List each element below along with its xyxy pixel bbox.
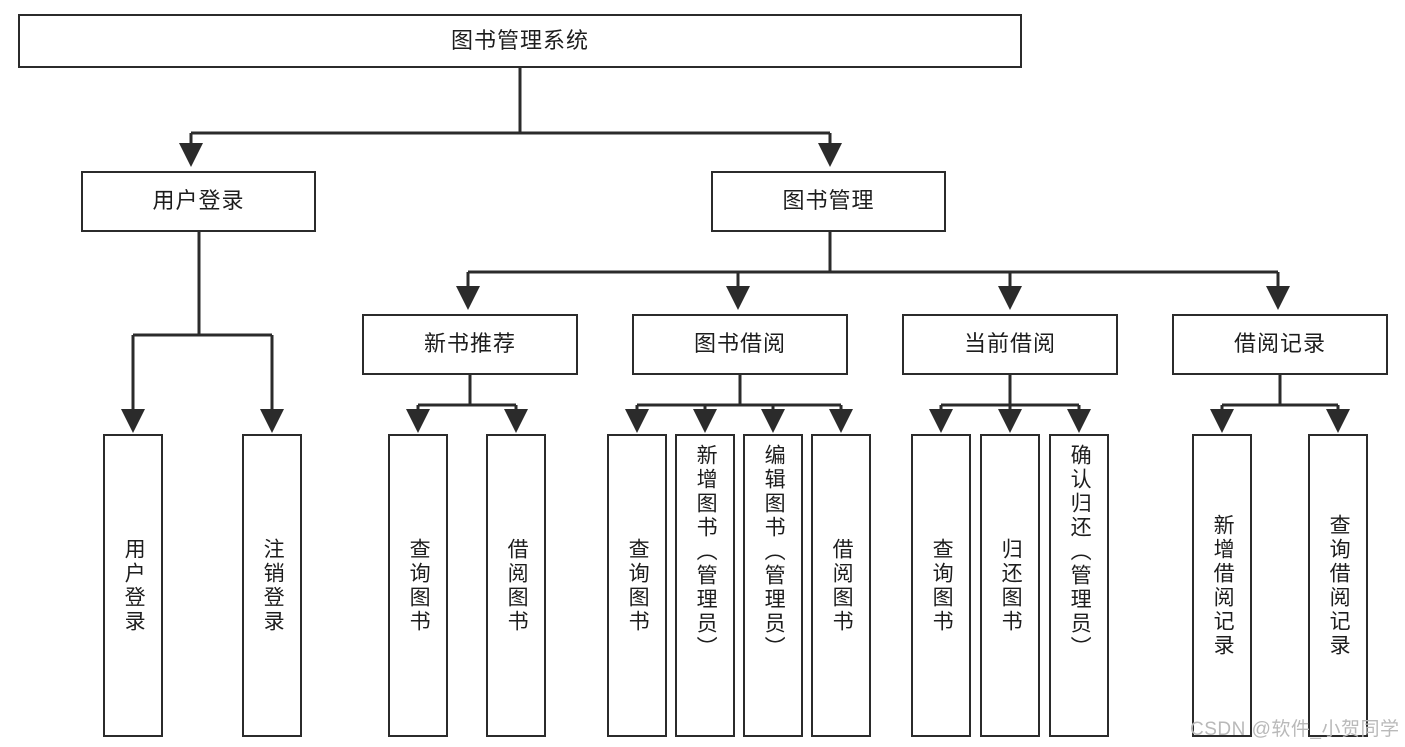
node-book-borrow[interactable]: 图书借阅 (632, 314, 848, 375)
node-user-login[interactable]: 用户登录 (81, 171, 316, 232)
node-label: 注销登录 (261, 537, 285, 634)
node-label: 查询图书 (930, 537, 954, 634)
leaf-return-book[interactable]: 归还图书 (980, 434, 1040, 737)
leaf-query-borrow-record[interactable]: 查询借阅记录 (1308, 434, 1368, 737)
node-label: 用户登录 (122, 537, 146, 634)
node-label: 查询借阅记录 (1327, 513, 1351, 658)
leaf-query-book-current[interactable]: 查询图书 (911, 434, 971, 737)
node-label: 当前借阅 (963, 331, 1056, 357)
node-label: 用户登录 (152, 188, 245, 214)
node-label: 查询图书 (407, 537, 431, 634)
node-label: 新增借阅记录 (1211, 513, 1235, 658)
leaf-user-login[interactable]: 用户登录 (103, 434, 163, 737)
leaf-confirm-return-admin[interactable]: 确认归还（管理员） (1049, 434, 1109, 737)
leaf-add-book-admin[interactable]: 新增图书（管理员） (675, 434, 735, 737)
node-borrow-records[interactable]: 借阅记录 (1172, 314, 1388, 375)
node-label: 图书管理 (782, 188, 875, 214)
leaf-edit-book-admin[interactable]: 编辑图书（管理员） (743, 434, 803, 737)
leaf-borrow-book-recommend[interactable]: 借阅图书 (486, 434, 546, 737)
node-root-system[interactable]: 图书管理系统 (18, 14, 1022, 68)
node-label: 新增图书（管理员） (694, 444, 718, 660)
node-label: 编辑图书（管理员） (762, 444, 786, 660)
leaf-query-book-borrow[interactable]: 查询图书 (607, 434, 667, 737)
node-label: 查询图书 (626, 537, 650, 634)
node-label: 新书推荐 (423, 331, 516, 357)
leaf-add-borrow-record[interactable]: 新增借阅记录 (1192, 434, 1252, 737)
node-label: 归还图书 (999, 537, 1023, 634)
node-label: 图书管理系统 (450, 27, 589, 53)
leaf-user-logout[interactable]: 注销登录 (242, 434, 302, 737)
node-label: 确认归还（管理员） (1068, 444, 1092, 660)
node-current-borrow[interactable]: 当前借阅 (902, 314, 1118, 375)
node-new-book-recommend[interactable]: 新书推荐 (362, 314, 578, 375)
leaf-borrow-book[interactable]: 借阅图书 (811, 434, 871, 737)
node-label: 借阅记录 (1233, 331, 1326, 357)
node-label: 图书借阅 (693, 331, 786, 357)
node-book-management[interactable]: 图书管理 (711, 171, 946, 232)
leaf-query-book-recommend[interactable]: 查询图书 (388, 434, 448, 737)
node-label: 借阅图书 (505, 537, 529, 634)
node-label: 借阅图书 (830, 537, 854, 634)
